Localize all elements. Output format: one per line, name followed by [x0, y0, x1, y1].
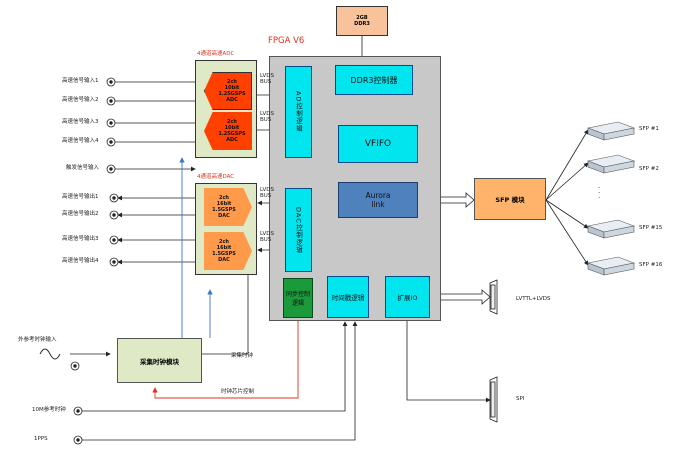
- sine-wave-icon: [39, 348, 61, 360]
- aurora-line1: Aurora: [365, 191, 391, 200]
- adc-input-label-1: 高速信号输入1: [62, 78, 99, 84]
- clock-module: 采集时钟模块: [117, 338, 202, 383]
- vfifo-block: VFIFO: [338, 125, 418, 163]
- sample-clock-lines: [179, 157, 213, 338]
- trigger-input-label: 触发信号输入: [66, 165, 100, 171]
- ext-clock-input-label: 外参考时钟输入: [18, 337, 57, 343]
- ddr3-chip-line1: 2GB: [356, 15, 368, 21]
- clock-inputs: [70, 275, 358, 441]
- dac-output-lines: [117, 195, 205, 265]
- dac-group-title: 4通道高速DAC: [197, 174, 235, 180]
- sfp-port-label-16: SFP #16: [639, 262, 663, 268]
- dac-output-label-4: 高速信号输出4: [62, 258, 99, 264]
- clock-chip-ctrl-label: 时钟芯片控制: [221, 389, 255, 395]
- clock-module-label: 采集时钟模块: [140, 357, 179, 366]
- sync-control-logic: 同步控制逻辑: [283, 278, 313, 318]
- clock-ctrl-line: [152, 318, 299, 399]
- sync-control-logic-label: 同步控制逻辑: [286, 291, 311, 307]
- dac-output-label-2: 高速信号输出2: [62, 211, 99, 217]
- sfp-module-label: SFP 模块: [495, 196, 525, 204]
- ddr3-controller-label: DDR3控制器: [350, 75, 398, 85]
- sfp-port-label-15: SFP #15: [639, 225, 663, 231]
- expand-io: 扩展IO: [385, 276, 430, 318]
- dac-control-logic-label: DAC控制逻辑: [294, 206, 303, 254]
- timestamp-logic: 时间戳逻辑: [327, 276, 369, 318]
- adc-input-label-4: 高速信号输入4: [62, 138, 99, 144]
- dac-output-label-1: 高速信号输出1: [62, 194, 99, 200]
- sfp-fanout-lines: [545, 129, 589, 266]
- dac-output-label-3: 高速信号输出3: [62, 236, 99, 242]
- ddr3-controller: DDR3控制器: [335, 65, 413, 95]
- ad-control-logic: AD控制逻辑: [285, 66, 312, 158]
- sample-clock-label: 采集时钟: [231, 353, 254, 359]
- expand-io-label: 扩展IO: [397, 294, 418, 302]
- pps-label: 1PPS: [34, 436, 48, 442]
- sfp-module: SFP 模块: [474, 178, 546, 220]
- sfp-port-label-2: SFP #2: [639, 166, 659, 172]
- vfifo-label: VFIFO: [364, 139, 392, 149]
- aurora-line2: link: [371, 200, 385, 209]
- sfp-port-label-1: SFP #1: [639, 126, 659, 132]
- fpga-title: FPGA V6: [268, 36, 305, 46]
- adc-input-label-3: 高速信号输入3: [62, 119, 99, 125]
- adc-input-label-2: 高速信号输入2: [62, 97, 99, 103]
- timestamp-logic-label: 时间戳逻辑: [331, 294, 365, 302]
- ad-control-logic-label: AD控制逻辑: [294, 91, 303, 133]
- sfp-dots: · · ·: [598, 184, 601, 202]
- lvttl-label: LVTTL+LVDS: [516, 296, 551, 302]
- adc-input-lines: [115, 79, 206, 172]
- ref-10m-label: 10M参考时钟: [32, 407, 66, 413]
- spi-line: [406, 318, 491, 403]
- aurora-block: Aurora link: [338, 182, 418, 218]
- adc-group-title: 4通道高速ADC: [197, 51, 235, 57]
- ddr3-chip: 2GB DDR3: [336, 6, 388, 36]
- dac-control-logic: DAC控制逻辑: [285, 188, 312, 272]
- ddr3-chip-line2: DDR3: [354, 21, 370, 27]
- spi-label: SPI: [516, 396, 525, 402]
